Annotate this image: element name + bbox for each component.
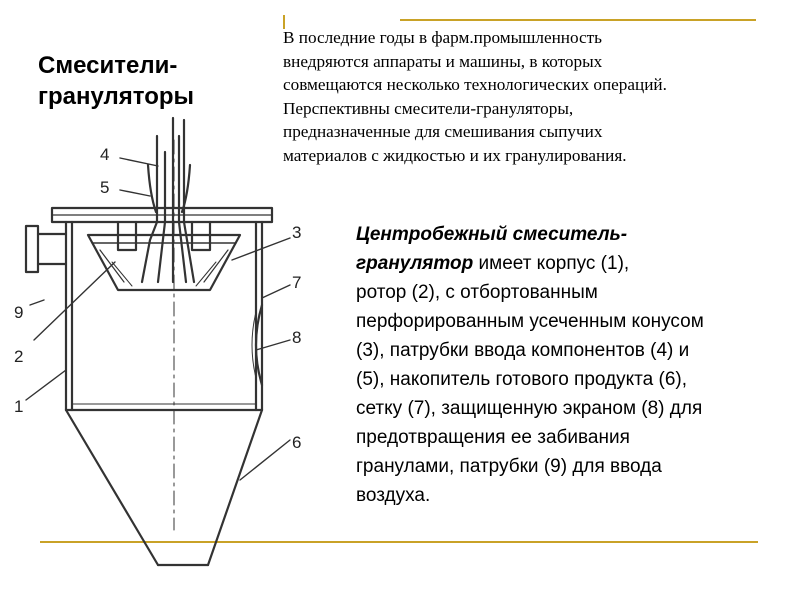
callout-label: 3 [292, 223, 301, 242]
description-line: сетку (7), защищенную экраном (8) для [356, 398, 703, 419]
feed-pipes [140, 116, 196, 284]
intro-line: совмещаются несколько технологических оп… [283, 75, 667, 94]
callout-label: 5 [100, 178, 109, 197]
intro-line: В последние годы в фарм.промышленность [283, 28, 602, 47]
callout-label: 1 [14, 397, 23, 416]
slide-title: Смесители- грануляторы [38, 50, 278, 112]
description-term-tail: имеет корпус (1), [473, 253, 630, 274]
description-line: гранулятор имеет корпус (1), [356, 249, 786, 278]
slide-title-line-1: Смесители- [38, 52, 178, 79]
air-inlet-pipe [24, 224, 68, 274]
description-term: Центробежный смеситель- [356, 224, 628, 245]
description-line: предотвращения ее забивания [356, 427, 630, 448]
callout-label: 9 [14, 303, 23, 322]
description-line: Центробежный смеситель- [356, 220, 786, 249]
top-plate [50, 206, 274, 224]
slide-title-line-2: грануляторы [38, 83, 195, 110]
description-line: (3), патрубки ввода компонентов (4) и [356, 340, 690, 361]
intro-line: Перспективны смесители-грануляторы, [283, 98, 574, 118]
leader-lines [25, 157, 291, 481]
callout-label: 4 [100, 145, 109, 164]
bottom-rule [40, 541, 758, 543]
intro-line: внедряются аппараты и машины, в которых [283, 51, 603, 71]
top-rule [400, 19, 756, 21]
housing-body [64, 220, 264, 412]
top-accent-bar [283, 15, 285, 29]
description-text: Центробежный смеситель- гранулятор имеет… [356, 220, 786, 510]
description-line: воздуха. [356, 485, 431, 506]
intro-line: материалов с жидкостью и их гранулирован… [283, 145, 627, 165]
description-term: гранулятор [356, 253, 474, 274]
description-line: гранулами, патрубки (9) для ввода [356, 456, 662, 477]
rotor-cone [86, 220, 242, 292]
callout-label: 6 [292, 433, 301, 452]
callout-label: 2 [14, 347, 23, 366]
intro-text: В последние годы в фарм.промышленность в… [283, 26, 783, 167]
callout-label: 7 [292, 273, 301, 292]
description-line: (5), накопитель готового продукта (6), [356, 369, 687, 390]
description-line: перфорированным усеченным конусом [356, 311, 704, 332]
description-line: ротор (2), с отбортованным [356, 282, 598, 303]
callout-label: 8 [292, 328, 301, 347]
intro-line: предназначенные для смешивания сыпучих [283, 122, 603, 141]
collector-cone [64, 408, 264, 567]
